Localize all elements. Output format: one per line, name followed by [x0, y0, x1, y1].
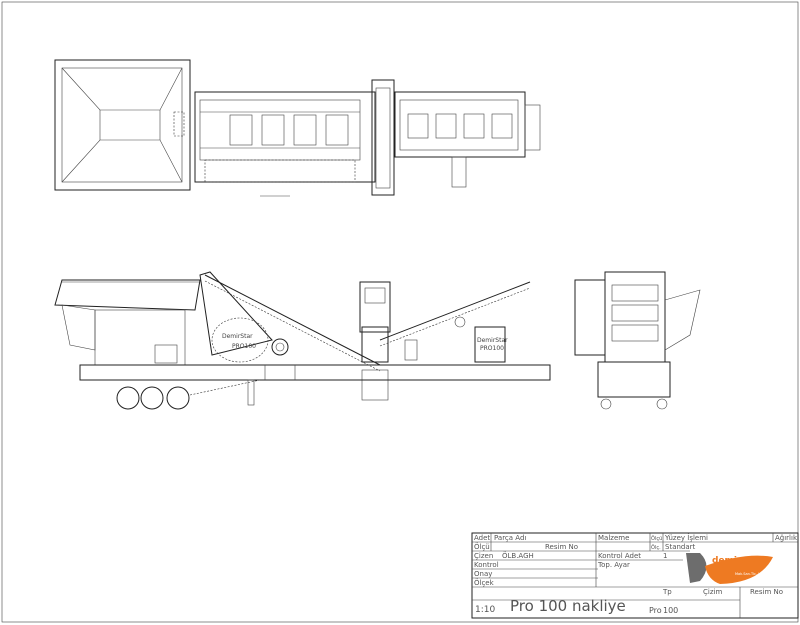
label-tolerans: Top. Ayar: [597, 561, 630, 569]
label-kontrol-adet: Kontrol Adet: [598, 552, 641, 560]
crusher-model: PRO100: [232, 343, 256, 350]
side-view: DemirStar PRO100 DemirStar PRO100: [54, 271, 551, 410]
label-malzeme: Malzeme: [598, 534, 629, 542]
drawing-title: Pro 100 nakliye: [510, 597, 626, 615]
logo-subtext: Mak.San.Tic. Ltd.Şti.: [735, 572, 771, 576]
part-code: 100: [663, 606, 678, 615]
label-parca-adi: Parça Adı: [494, 534, 526, 542]
title-block: Adet Parça Adı Malzeme Ölçü Yüzey İşlemi…: [471, 532, 799, 619]
label-standart: Standart: [665, 543, 696, 551]
label-cizen: Çizen: [474, 552, 493, 560]
label-olcu-small: Ölç.: [651, 544, 661, 551]
label-olcek: Ölçek: [474, 578, 495, 587]
front-view: [574, 271, 701, 410]
label-onay: Onay: [474, 570, 492, 578]
label-olcu: Ölçü: [474, 542, 490, 551]
cizen-name: ÖLB.AGH: [502, 551, 534, 560]
label-cizim: Çizim: [703, 588, 722, 596]
crusher-label: DemirStar: [222, 333, 253, 340]
label-olcu-top: Ölçü: [651, 535, 662, 542]
part-code-prefix: Pro: [649, 606, 662, 615]
kontrol-adet-value: 1: [663, 552, 667, 560]
label-resim-no-top: Resim No: [545, 543, 578, 551]
demirstar-logo: demirstar Mak.San.Tic. Ltd.Şti.: [686, 553, 773, 584]
scale-value: 1:10: [475, 605, 495, 615]
label-tp: Tp: [662, 588, 672, 596]
logo-text: demirstar: [712, 556, 762, 566]
screen-label: DemirStar: [477, 337, 508, 344]
label-resim-no: Resim No: [750, 588, 783, 596]
label-yuzey-islemi: Yüzey İşlemi: [664, 533, 708, 542]
label-adet: Adet: [474, 534, 490, 542]
label-kontrol: Kontrol: [474, 561, 499, 569]
label-agirlik: Ağırlık: [775, 534, 798, 542]
top-view: [54, 59, 541, 197]
screen-model: PRO100: [480, 345, 504, 352]
